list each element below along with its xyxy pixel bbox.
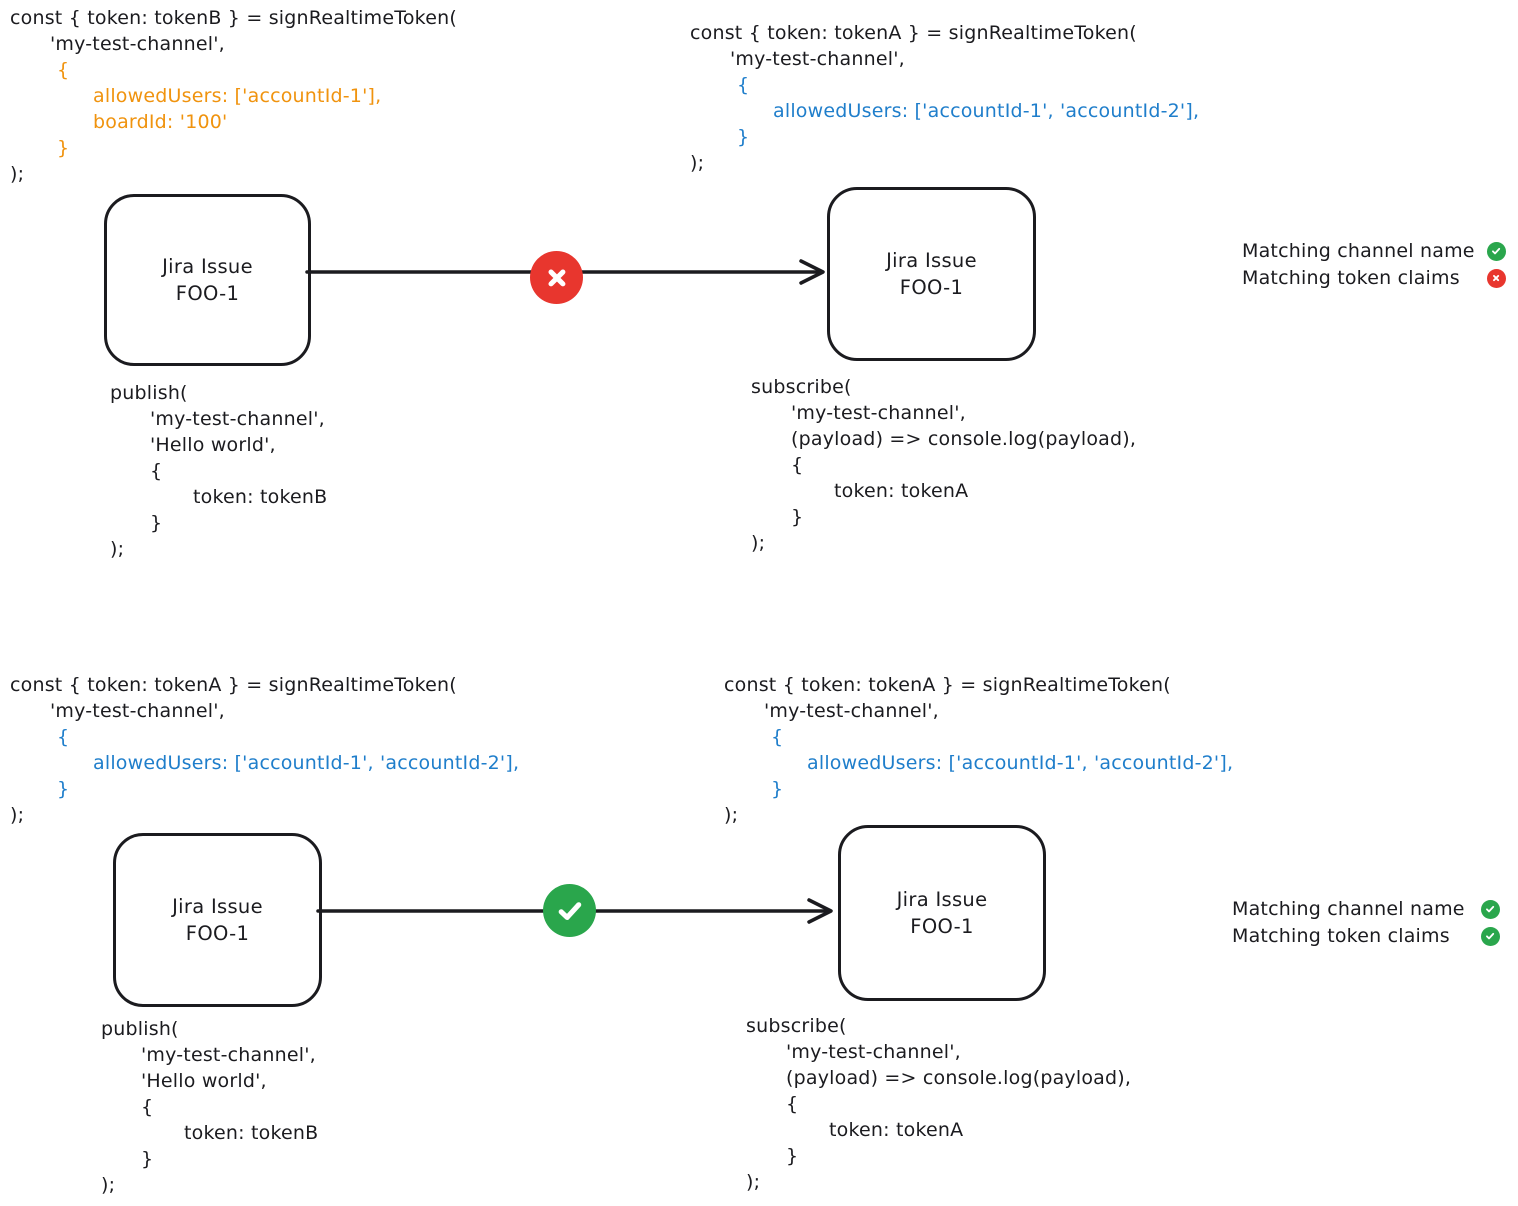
code-line: 'my-test-channel', <box>730 48 905 70</box>
code-line: allowedUsers: ['accountId-1'], <box>93 85 382 107</box>
node-label-line2: FOO-1 <box>185 922 250 945</box>
code-line: token: tokenB <box>184 1122 319 1144</box>
code-line: const { token: tokenA } = signRealtimeTo… <box>724 674 1171 696</box>
code-line: allowedUsers: ['accountId-1', 'accountId… <box>807 752 1234 774</box>
legend-status-icon <box>1487 268 1506 288</box>
code-line: const { token: tokenA } = signRealtimeTo… <box>690 22 1137 44</box>
node-label-line2: FOO-1 <box>910 915 974 938</box>
check-icon <box>1486 932 1495 940</box>
node-label-line1: Jira Issue <box>162 255 253 278</box>
publish-call-code: publish( 'my-test-channel', 'Hello world',… <box>101 1016 318 1198</box>
publish-call-code: publish( 'my-test-channel', 'Hello world',… <box>110 380 327 562</box>
code-line: } <box>150 512 163 534</box>
code-line: { <box>57 726 70 748</box>
cross-icon <box>1493 274 1500 282</box>
legend-row: Matching token claims <box>1242 267 1506 289</box>
node-label-line1: Jira Issue <box>886 249 977 272</box>
check-icon <box>1486 905 1495 913</box>
code-line: } <box>791 506 804 528</box>
code-line: 'my-test-channel', <box>141 1044 316 1066</box>
check-icon <box>558 901 581 920</box>
code-line: { <box>150 460 163 482</box>
code-line: ); <box>746 1171 761 1193</box>
code-line: { <box>771 726 784 748</box>
cross-icon <box>548 269 565 286</box>
node-label-line1: Jira Issue <box>896 888 988 911</box>
subscriber-sign-token-code: const { token: tokenA } = signRealtimeTo… <box>690 20 1199 176</box>
code-line: { <box>57 59 70 81</box>
scenario-token-mismatch: const { token: tokenB } = signRealtimeTo… <box>10 5 1506 562</box>
code-line: subscribe( <box>746 1015 847 1037</box>
code-line: } <box>57 778 70 800</box>
code-line: ); <box>101 1174 116 1196</box>
code-line: token: tokenA <box>829 1119 964 1141</box>
code-line: { <box>737 74 750 96</box>
code-line: 'my-test-channel', <box>786 1041 961 1063</box>
code-line: } <box>786 1145 799 1167</box>
arrow-head <box>807 898 833 924</box>
legend-label: Matching channel name <box>1232 898 1465 920</box>
code-line: { <box>141 1096 154 1118</box>
code-line: 'my-test-channel', <box>150 408 325 430</box>
subscriber-sign-token-code: const { token: tokenA } = signRealtimeTo… <box>724 672 1233 828</box>
legend-row: Matching channel name <box>1242 240 1506 262</box>
scenario-token-match: const { token: tokenA } = signRealtimeTo… <box>0 655 1518 1206</box>
legend-status-icon <box>1481 926 1500 946</box>
code-line: token: tokenA <box>834 480 969 502</box>
code-line: publish( <box>110 382 188 404</box>
arrow-status-icon <box>543 884 596 937</box>
subscriber-node: Jira Issue FOO-1 <box>827 187 1036 361</box>
subscribe-call-code: subscribe( 'my-test-channel', (payload) =>… <box>751 374 1136 556</box>
code-line: { <box>791 454 804 476</box>
node-label-line2: FOO-1 <box>899 276 964 299</box>
code-line: (payload) => console.log(payload), <box>786 1067 1132 1089</box>
code-line: const { token: tokenB } = signRealtimeTo… <box>10 7 457 29</box>
subscribe-call-code: subscribe( 'my-test-channel', (payload) =>… <box>746 1013 1131 1195</box>
code-line: publish( <box>101 1018 179 1040</box>
code-line: ); <box>724 804 739 826</box>
code-line: } <box>737 126 750 148</box>
code-line: 'my-test-channel', <box>50 700 225 722</box>
code-line: subscribe( <box>751 376 852 398</box>
code-line: 'Hello world', <box>141 1070 267 1092</box>
node-label-line2: FOO-1 <box>175 282 240 305</box>
code-line: 'Hello world', <box>150 434 276 456</box>
legend-label: Matching token claims <box>1232 925 1450 947</box>
code-line: boardId: '100' <box>93 111 228 133</box>
publisher-node: Jira Issue FOO-1 <box>113 833 322 1007</box>
code-line: ); <box>690 152 705 174</box>
code-line: ); <box>10 163 25 185</box>
legend-status-icon <box>1481 899 1500 919</box>
code-line: ); <box>10 804 25 826</box>
publisher-node: Jira Issue FOO-1 <box>104 194 311 366</box>
legend-label: Matching channel name <box>1242 240 1475 262</box>
legend-row: Matching channel name <box>1232 898 1500 920</box>
arrow-head <box>799 259 825 285</box>
code-line: ); <box>110 538 125 560</box>
code-line: { <box>786 1093 799 1115</box>
legend-row: Matching token claims <box>1232 925 1500 947</box>
publisher-sign-token-code: const { token: tokenB } = signRealtimeTo… <box>10 5 457 187</box>
code-line: (payload) => console.log(payload), <box>791 428 1137 450</box>
code-line: } <box>771 778 784 800</box>
arrow-status-icon <box>530 251 583 304</box>
code-line: 'my-test-channel', <box>764 700 939 722</box>
legend-status-icon <box>1487 241 1506 261</box>
code-line: ); <box>751 532 766 554</box>
code-line: const { token: tokenA } = signRealtimeTo… <box>10 674 457 696</box>
check-icon <box>1492 247 1501 255</box>
subscriber-node: Jira Issue FOO-1 <box>838 825 1046 1001</box>
code-line: 'my-test-channel', <box>791 402 966 424</box>
node-label-line1: Jira Issue <box>172 895 263 918</box>
code-line: } <box>141 1148 154 1170</box>
code-line: token: tokenB <box>193 486 328 508</box>
code-line: allowedUsers: ['accountId-1', 'accountId… <box>773 100 1200 122</box>
code-line: } <box>57 137 70 159</box>
legend-label: Matching token claims <box>1242 267 1460 289</box>
code-line: allowedUsers: ['accountId-1', 'accountId… <box>93 752 520 774</box>
code-line: 'my-test-channel', <box>50 33 225 55</box>
publisher-sign-token-code: const { token: tokenA } = signRealtimeTo… <box>10 672 519 828</box>
